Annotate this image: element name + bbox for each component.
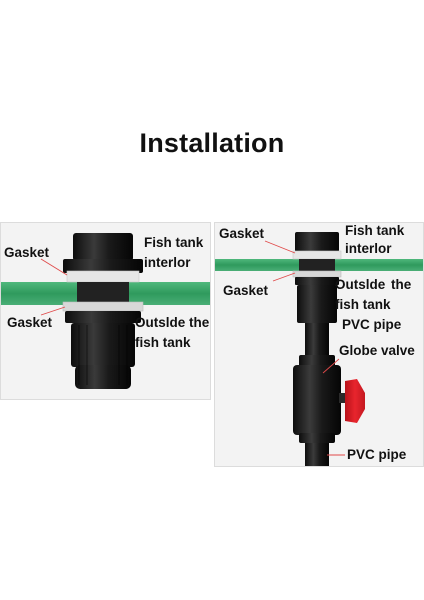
top-gasket [66, 270, 140, 283]
right-fitting-illustration [215, 232, 423, 466]
bottom-gasket [292, 270, 342, 278]
valve-stem [339, 393, 347, 403]
page-title: Installation [139, 128, 285, 158]
bottom-body [71, 323, 135, 367]
label-gasket-bottom: Gasket [7, 315, 53, 330]
globe-valve-body [293, 365, 341, 435]
label-outside-fish-tank-line1: Outslde the [135, 315, 210, 330]
label-outside-fish-tank-line2: fish tank [135, 335, 191, 350]
label-globe-valve: Globe valve [339, 343, 415, 358]
through-section [77, 282, 129, 305]
left-installation-panel: Gasket Gasket Fish tank interlor Outslde… [0, 222, 211, 400]
pvc-pipe-bottom [305, 443, 329, 466]
label-outside-fish-tank-line3: fish tank [335, 297, 391, 312]
top-collar [63, 259, 143, 273]
label-fish-tank-interior-line1: Fish tank [345, 223, 405, 238]
right-installation-panel: Gasket Gasket Fish tank interlor Outslde… [214, 222, 424, 467]
bottom-gasket [62, 301, 144, 312]
label-fish-tank-interior-line2: interlor [345, 241, 392, 256]
label-gasket-bottom: Gasket [223, 283, 269, 298]
bottom-flange [65, 311, 141, 323]
leader-gasket-top [264, 240, 296, 254]
through-section [299, 259, 335, 271]
label-fish-tank-interior-line2: interlor [144, 255, 191, 270]
top-nut [73, 233, 133, 261]
label-gasket-top: Gasket [4, 245, 50, 260]
label-pvc-pipe-top: PVC pipe [342, 317, 402, 332]
bottom-tip [75, 365, 131, 389]
label-gasket-top: Gasket [219, 226, 265, 241]
globe-valve-bottom-socket [299, 433, 335, 443]
leader-gasket-bottom [40, 306, 66, 316]
left-fitting-illustration [1, 233, 210, 389]
label-outside-fish-tank-line2: the [391, 277, 412, 292]
bottom-flange [295, 277, 339, 285]
top-nut [295, 232, 339, 252]
globe-valve-top-socket [299, 355, 335, 367]
label-fish-tank-interior-line1: Fish tank [144, 235, 204, 250]
pvc-pipe-top [305, 323, 329, 357]
top-gasket [292, 250, 342, 260]
leader-gasket-top [40, 258, 68, 276]
leader-gasket-bottom [272, 272, 296, 282]
bottom-body [297, 285, 337, 323]
leader-globe-valve [322, 358, 340, 374]
label-outside-fish-tank-line1: Outslde [335, 277, 386, 292]
valve-handle [345, 379, 365, 423]
label-pvc-pipe-bottom: PVC pipe [347, 447, 407, 462]
